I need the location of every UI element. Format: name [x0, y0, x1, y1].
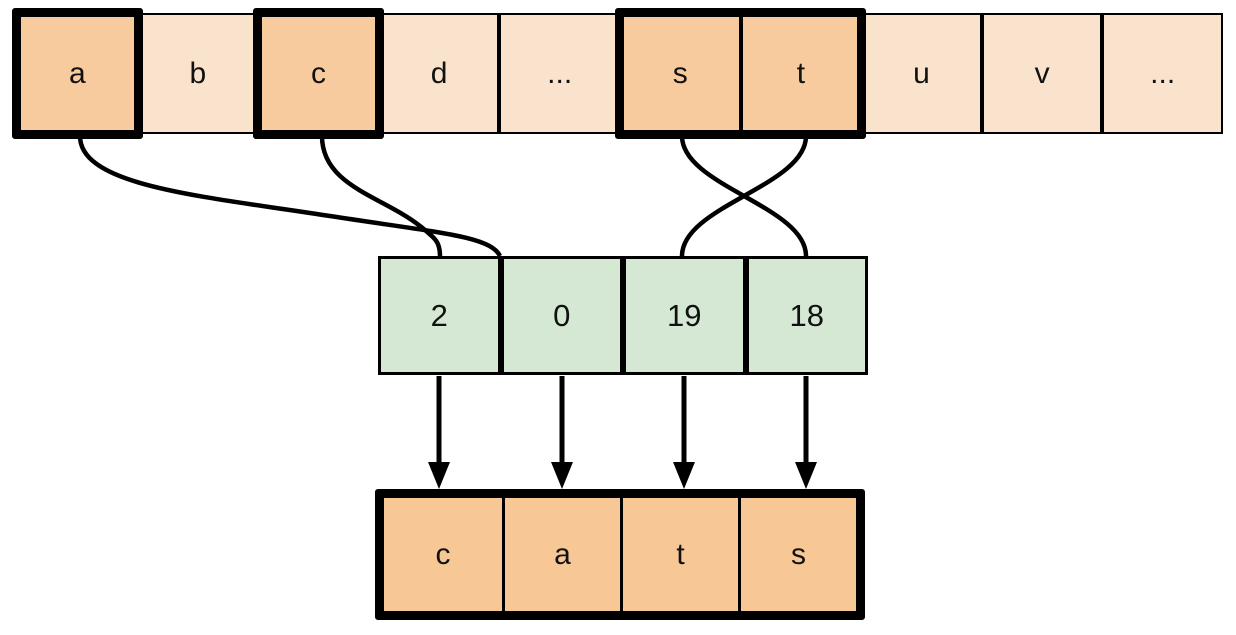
index-cell-3[interactable]: 18 — [745, 256, 868, 375]
alphabet-cell-b[interactable]: b — [137, 13, 259, 134]
alphabet-cell-s[interactable]: s — [620, 13, 741, 134]
arrow-index-2-to-result-2 — [673, 376, 695, 489]
alphabet-cell-d[interactable]: d — [378, 13, 500, 134]
curve-t-to-index-2 — [679, 135, 809, 257]
result-cell-1[interactable]: a — [502, 498, 620, 611]
alphabet-cell-t[interactable]: t — [740, 13, 862, 134]
index-cell-0[interactable]: 2 — [378, 256, 501, 375]
arrow-index-3-to-result-3 — [795, 376, 817, 489]
alphabet-cell-ellipsis-9[interactable]: ... — [1102, 13, 1223, 134]
result-cell-2[interactable]: t — [620, 498, 738, 611]
arrow-index-0-to-result-0 — [428, 376, 450, 489]
curve-a-to-index-1 — [77, 135, 503, 258]
alphabet-cell-c[interactable]: c — [258, 13, 379, 134]
arrow-index-1-to-result-1 — [551, 376, 573, 489]
result-cell-0[interactable]: c — [384, 498, 502, 611]
alphabet-cell-u[interactable]: u — [861, 13, 982, 134]
alphabet-cell-ellipsis-4[interactable]: ... — [499, 13, 620, 134]
index-cell-2[interactable]: 19 — [623, 256, 746, 375]
curve-c-to-index-0 — [319, 135, 443, 257]
alphabet-cell-a[interactable]: a — [17, 13, 138, 134]
curve-s-to-index-3 — [679, 135, 809, 257]
alphabet-cell-v[interactable]: v — [981, 13, 1103, 134]
result-cell-3[interactable]: s — [738, 498, 856, 611]
index-cell-1[interactable]: 0 — [500, 256, 623, 375]
